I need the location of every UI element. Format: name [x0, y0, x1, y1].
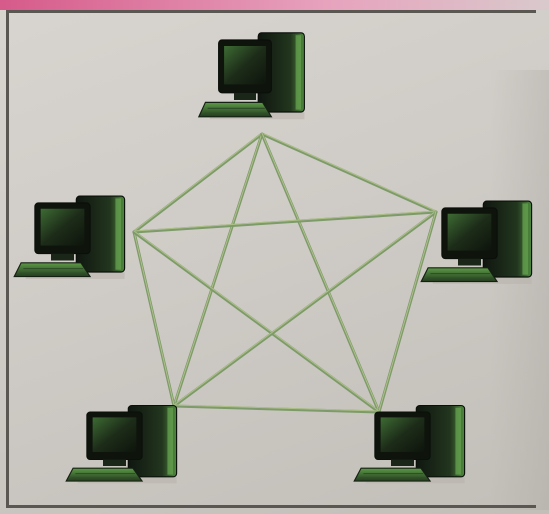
- computer-node-bottom-right: [354, 406, 464, 484]
- computer-node-right: [421, 201, 531, 284]
- desktop-computer-icon: [14, 196, 124, 279]
- computer-node-left: [14, 196, 124, 279]
- link-highlight-pc-left-pc-right: [134, 211, 436, 231]
- link-highlight-pc-top-pc-left: [134, 133, 262, 231]
- desktop-computer-icon: [354, 406, 464, 484]
- link-highlight-pc-right-pc-bottom-right: [379, 211, 436, 411]
- link-pc-bottom-left-pc-bottom-right: [174, 406, 379, 412]
- network-links: [134, 133, 436, 412]
- desktop-computer-icon: [199, 33, 305, 119]
- link-pc-right-pc-bottom-left: [174, 212, 436, 406]
- link-pc-left-pc-right: [134, 212, 436, 232]
- link-pc-top-pc-right: [262, 134, 436, 212]
- link-highlight-pc-top-pc-bottom-left: [174, 133, 262, 405]
- computer-node-bottom-left: [66, 406, 176, 484]
- computer-node-top: [199, 33, 305, 119]
- link-pc-top-pc-left: [134, 134, 262, 232]
- link-highlight-pc-right-pc-bottom-left: [174, 211, 436, 405]
- desktop-computer-icon: [421, 201, 531, 284]
- desktop-computer-icon: [66, 406, 176, 484]
